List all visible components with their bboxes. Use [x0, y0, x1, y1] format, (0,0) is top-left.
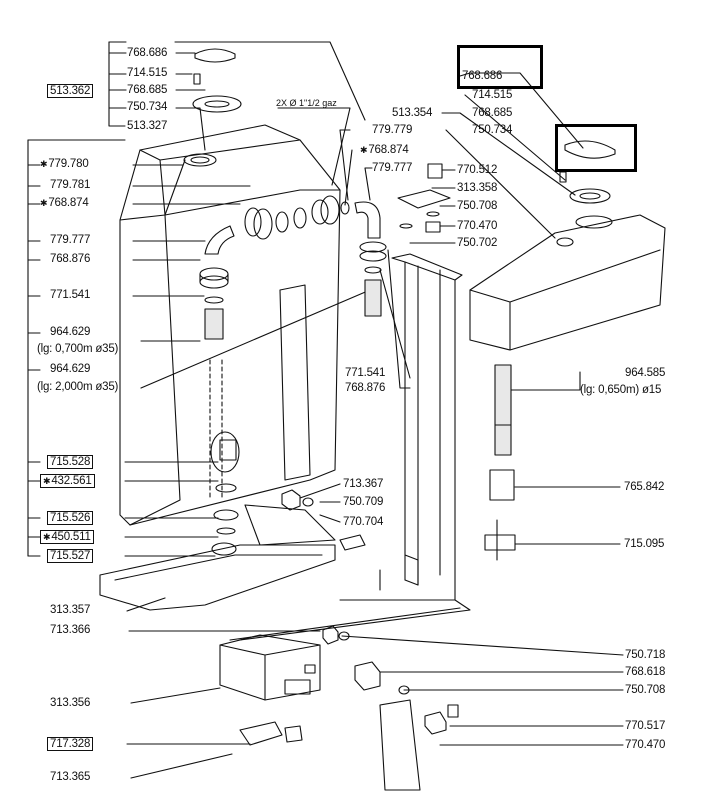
- label-750-734-right: 750.734: [472, 124, 513, 136]
- label-770-704: 770.704: [343, 516, 384, 528]
- label-750-702: 750.702: [457, 237, 498, 249]
- label-750-708-center: 750.708: [457, 200, 498, 212]
- left-bracket-lines: [27, 41, 127, 557]
- electrical-box: [219, 634, 321, 701]
- label-779-780: 779.780: [40, 158, 88, 171]
- label-964-629-a: 964.629: [50, 326, 91, 338]
- label-768-876-center: 768.876: [345, 382, 386, 394]
- label-513-362: 513.362: [47, 84, 94, 98]
- highlight-box-label: [457, 45, 543, 89]
- center-hardware: [281, 489, 366, 645]
- label-779-777-center: 779.777: [372, 162, 413, 174]
- tray: [99, 504, 336, 611]
- label-313-356: 313.356: [50, 697, 91, 709]
- label-765-842: 765.842: [624, 481, 665, 493]
- label-770-512: 770.512: [457, 164, 498, 176]
- secondary-tank: [469, 140, 666, 561]
- label-768-685-right: 768.685: [472, 107, 513, 119]
- label-768-876-left: 768.876: [50, 253, 91, 265]
- center-leader-lines: [174, 41, 456, 523]
- label-313-358: 313.358: [457, 182, 498, 194]
- label-771-541-left: 771.541: [50, 289, 91, 301]
- label-450-511: 450.511: [40, 530, 94, 544]
- label-714-515-left: 714.515: [127, 67, 168, 79]
- left-leader-lines: [108, 41, 371, 779]
- label-768-618: 768.618: [625, 666, 666, 678]
- label-768-686-right: 768.686: [462, 70, 503, 82]
- label-770-470-right: 770.470: [625, 739, 666, 751]
- label-768-685-left: 768.685: [127, 84, 168, 96]
- thread-note: 2X Ø 1"1/2 gaz: [276, 98, 337, 108]
- label-714-515-right: 714.515: [472, 89, 513, 101]
- label-hose-length-c: (lg: 0,650m) ø15: [580, 384, 662, 396]
- label-768-874-center: 768.874: [360, 144, 408, 157]
- label-750-708-right: 750.708: [625, 684, 666, 696]
- label-779-779: 779.779: [372, 124, 413, 136]
- label-hose-length-b: (lg: 2,000m ø35): [37, 381, 119, 393]
- label-779-777-left: 779.777: [50, 234, 91, 246]
- label-750-709: 750.709: [343, 496, 384, 508]
- label-717-328: 717.328: [47, 737, 94, 751]
- frame: [229, 253, 471, 641]
- left-fittings: [199, 207, 307, 556]
- right-bracket: [239, 661, 459, 791]
- center-fittings: [311, 163, 451, 317]
- label-768-874-left: 768.874: [40, 197, 88, 210]
- label-768-686-left: 768.686: [127, 47, 168, 59]
- label-779-781: 779.781: [50, 179, 91, 191]
- label-750-718: 750.718: [625, 649, 666, 661]
- highlight-box-part: [555, 124, 637, 172]
- label-hose-length-a: (lg: 0,700m ø35): [37, 343, 119, 355]
- label-715-095: 715.095: [624, 538, 665, 550]
- main-tank: [119, 124, 341, 526]
- label-771-541-center: 771.541: [345, 367, 386, 379]
- label-715-528: 715.528: [47, 455, 94, 469]
- label-513-327: 513.327: [127, 120, 168, 132]
- label-770-470-center: 770.470: [457, 220, 498, 232]
- label-713-366: 713.366: [50, 624, 91, 636]
- label-313-357: 313.357: [50, 604, 91, 616]
- label-432-561: 432.561: [40, 474, 95, 488]
- label-713-365: 713.365: [50, 771, 91, 783]
- label-513-354: 513.354: [392, 107, 433, 119]
- label-713-367: 713.367: [343, 478, 384, 490]
- label-715-526: 715.526: [47, 511, 94, 525]
- label-770-517: 770.517: [625, 720, 666, 732]
- right-leader-lines: [341, 72, 624, 746]
- label-715-527: 715.527: [47, 549, 94, 563]
- top-left-caps: [192, 48, 242, 113]
- label-964-585: 964.585: [625, 367, 666, 379]
- label-750-734-left: 750.734: [127, 101, 168, 113]
- label-964-629-b: 964.629: [50, 363, 91, 375]
